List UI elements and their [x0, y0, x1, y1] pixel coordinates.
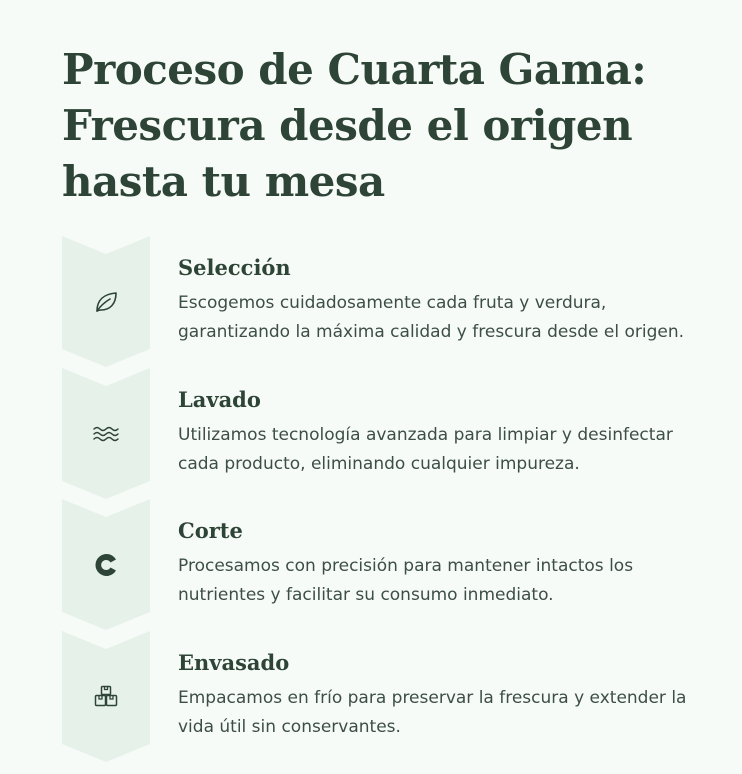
leaf-icon: [96, 292, 117, 312]
page-title: Proceso de Cuarta Gama: Frescura desde e…: [62, 45, 647, 206]
step-title: Corte: [178, 518, 243, 543]
step-title: Envasado: [178, 650, 290, 675]
step-description: Escogemos cuidadosamente cada fruta y ve…: [178, 293, 684, 342]
process-step-lavado: Lavado Utilizamos tecnología avanzada pa…: [62, 368, 722, 499]
step-description: Empacamos en frío para preservar la fres…: [178, 688, 687, 737]
process-step-envasado: Envasado Empacamos en frío para preserva…: [62, 631, 722, 762]
step-description: Procesamos con precisión para mantener i…: [178, 556, 634, 605]
step-description: Utilizamos tecnología avanzada para limp…: [178, 425, 673, 474]
chevron-shape: [62, 499, 150, 630]
step-chevron: [62, 631, 150, 762]
step-chevron: [62, 236, 150, 367]
process-step-seleccion: Selección Escogemos cuidadosamente cada …: [62, 236, 722, 367]
cut-icon: [95, 554, 116, 576]
step-chevron: [62, 368, 150, 499]
boxes-icon: [94, 685, 118, 707]
waves-icon: [93, 426, 119, 442]
process-step-corte: Corte Procesamos con precisión para mant…: [62, 499, 722, 630]
step-chevron: [62, 499, 150, 630]
step-title: Lavado: [178, 387, 261, 412]
step-title: Selección: [178, 255, 291, 280]
